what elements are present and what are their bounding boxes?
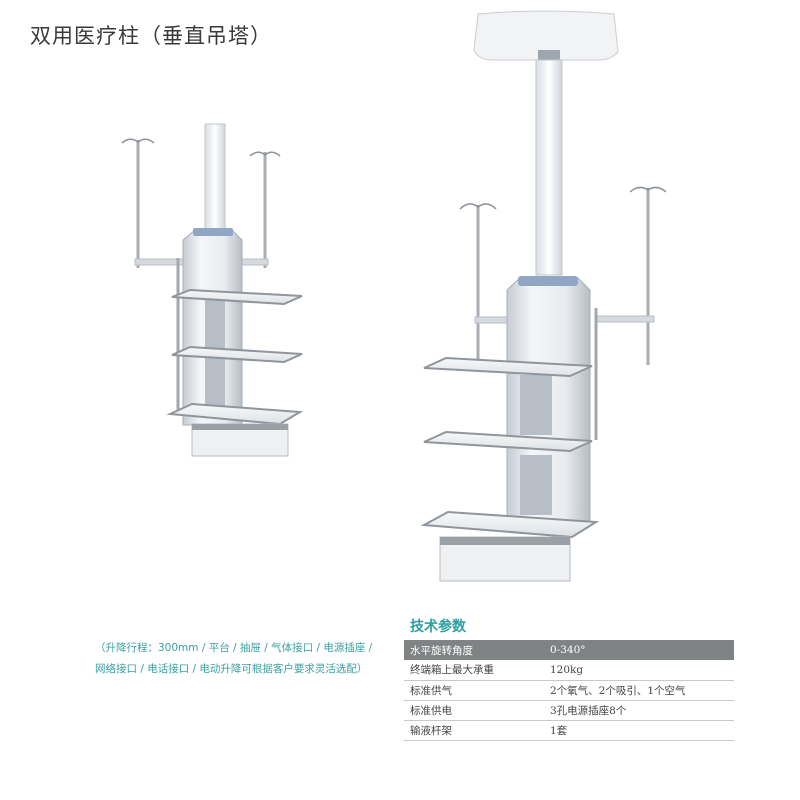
spec-name: 标准供气 [404, 680, 544, 701]
spec-value: 1套 [544, 720, 734, 741]
spec-value: 0-340° [544, 640, 734, 660]
product-illustration [121, 10, 667, 582]
table-row: 终端箱上最大承重 120kg [404, 660, 734, 681]
spec-name: 终端箱上最大承重 [404, 660, 544, 681]
spec-value: 2个氧气、2个吸引、1个空气 [544, 680, 734, 701]
spec-name: 输液杆架 [404, 720, 544, 741]
spec-value: 3孔电源插座8个 [544, 700, 734, 721]
spec-name: 水平旋转角度 [404, 640, 544, 660]
medical-pendant-small-icon [121, 123, 304, 457]
spec-title: 技术参数 [410, 619, 466, 635]
spec-table: 水平旋转角度 0-340° 终端箱上最大承重 120kg 标准供气 2个氧气、2… [404, 640, 734, 741]
table-row: 标准供电 3孔电源插座8个 [404, 700, 734, 721]
table-row: 水平旋转角度 0-340° [404, 640, 734, 660]
table-row: 输液杆架 1套 [404, 720, 734, 741]
page-title: 双用医疗柱（垂直吊塔） [30, 24, 272, 48]
table-row: 标准供气 2个氧气、2个吸引、1个空气 [404, 680, 734, 701]
spec-value: 120kg [544, 660, 734, 681]
medical-pendant-large-icon [420, 10, 667, 582]
spec-name: 标准供电 [404, 700, 544, 721]
options-description: （升降行程：300mm / 平台 / 抽屉 / 气体接口 / 电源插座 / 网络… [95, 642, 373, 675]
